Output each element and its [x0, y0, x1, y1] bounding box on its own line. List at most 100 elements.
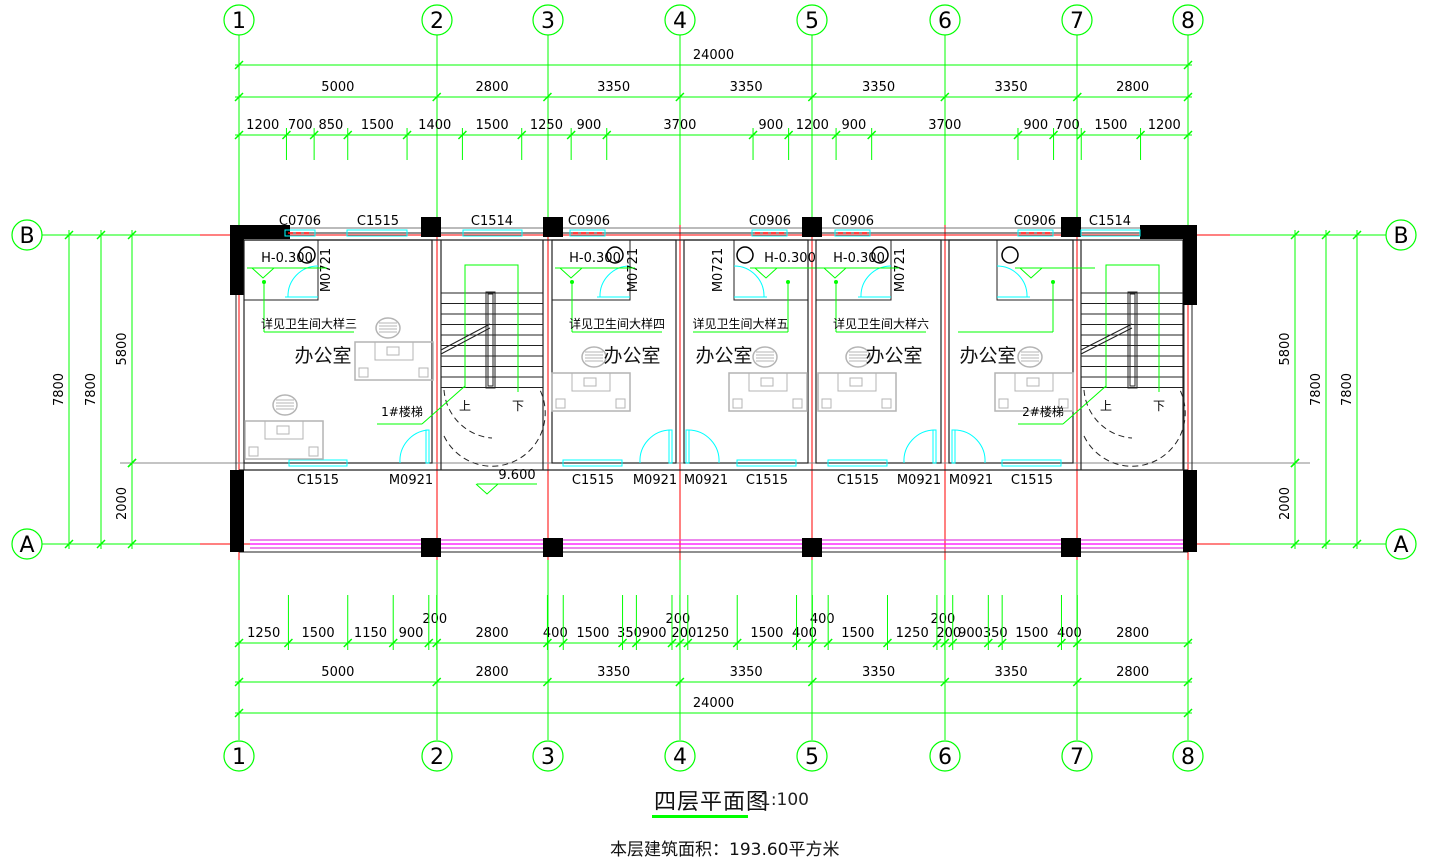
dim-top-bays-label: 3350	[730, 80, 763, 95]
dim-right-room-label: 2000	[1278, 487, 1293, 520]
dimension-tick	[432, 92, 442, 102]
opening-label-M0921: M0921	[684, 473, 728, 488]
dimension-tick	[1321, 230, 1331, 240]
dim-top-detail-label: 1250	[530, 118, 563, 133]
dim-bottom-bays-label: 5000	[321, 665, 354, 680]
dimension-tick	[807, 677, 817, 687]
bathroom-detail-note: 详见卫生间大样四	[569, 316, 665, 331]
computer-icon	[849, 377, 863, 387]
sink-icon	[298, 246, 316, 264]
dim-top-detail-label: 1200	[246, 118, 279, 133]
desk-drawer	[1014, 372, 1054, 392]
bathroom-outline	[733, 239, 809, 301]
door-leaf	[932, 429, 937, 464]
axis-label-8: 8	[1181, 9, 1195, 34]
room-name-office: 办公室	[294, 345, 351, 367]
room-name-office: 办公室	[695, 345, 752, 367]
dimension-tick	[432, 677, 442, 687]
window-C1515	[288, 459, 348, 467]
dim-bottom-bays-label: 3350	[995, 665, 1028, 680]
window-C1514	[462, 229, 523, 237]
axis-label-A: A	[1393, 533, 1408, 558]
dim-bottom-detail-label: 400	[810, 612, 835, 627]
dim-left-middle-label: 7800	[84, 373, 99, 406]
stair-direction-arrow	[1105, 264, 1160, 392]
drawing-scale: 1:100	[760, 790, 809, 810]
bathroom-door-swing	[599, 265, 631, 298]
bathroom-outline	[551, 239, 631, 301]
dim-top-bays-label: 2800	[476, 80, 509, 95]
dim-bottom-detail-label: 900	[958, 626, 983, 641]
dim-bottom-detail-label: 1500	[1015, 626, 1048, 641]
dimension-tick	[64, 539, 74, 549]
bathroom-detail-note: 详见卫生间大样六	[833, 316, 929, 331]
room-name-office: 办公室	[959, 345, 1016, 367]
axis-label-6: 6	[938, 745, 952, 770]
axis-bubble-7	[1061, 4, 1093, 36]
door-swing-arc	[399, 429, 429, 464]
dim-top-detail-label: 700	[1055, 118, 1080, 133]
dimension-tick	[127, 230, 137, 240]
bathroom-detail-note: 详见卫生间大样三	[261, 316, 357, 331]
axis-bubble-3	[532, 740, 564, 772]
dim-left-outer-label: 7800	[52, 373, 67, 406]
dimension-tick	[807, 92, 817, 102]
cabinet-icon	[732, 398, 743, 409]
dim-bottom-detail-label: 2800	[1116, 626, 1149, 641]
cabinet-icon	[998, 398, 1009, 409]
dim-bottom-detail-label: 900	[399, 626, 424, 641]
stair-up-label: 上	[1100, 399, 1112, 413]
dimension-tick	[234, 677, 244, 687]
window-C1515	[1001, 459, 1062, 467]
stair-direction-arrow	[464, 264, 519, 392]
axis-label-1: 1	[232, 9, 246, 34]
axis-bubble-3	[532, 4, 564, 36]
axis-bubble-7	[1061, 740, 1093, 772]
axis-label-4: 4	[673, 9, 687, 34]
bathroom-door-label: M0721	[319, 248, 334, 292]
stair-name-label: 2#楼梯	[1022, 404, 1064, 419]
stair-break-line	[440, 327, 491, 355]
opening-label-M0921: M0921	[633, 473, 677, 488]
dim-bottom-detail-label: 1250	[696, 626, 729, 641]
axis-bubble-5	[796, 740, 828, 772]
axis-bubble-6	[929, 4, 961, 36]
bathroom-outline	[243, 239, 319, 301]
stair-leader	[1062, 385, 1107, 425]
dim-bottom-detail-label: 200	[671, 626, 696, 641]
opening-label-C1515: C1515	[837, 473, 879, 488]
cabinet-icon	[555, 398, 566, 409]
opening-label-C1515: C1515	[572, 473, 614, 488]
window-C0906	[1017, 229, 1054, 237]
door-swing-arc	[639, 429, 672, 464]
office-chair-icon	[375, 317, 401, 339]
dim-top-detail-label: 900	[1023, 118, 1048, 133]
bathroom-detail-note: 详见卫生间大样五	[692, 316, 788, 331]
axis-bubble-8	[1172, 4, 1204, 36]
computer-icon	[1026, 377, 1040, 387]
stair-break-line	[1080, 327, 1133, 355]
window-C1515	[562, 459, 623, 467]
door-leaf	[425, 429, 430, 464]
structural-column	[543, 538, 563, 557]
window-C1514	[1080, 229, 1141, 237]
bathroom-door-swing	[860, 265, 892, 298]
cabinet-icon	[821, 398, 832, 409]
dimension-tick	[234, 92, 244, 102]
dim-bottom-detail-label: 350	[617, 626, 642, 641]
axis-label-3: 3	[541, 9, 555, 34]
sink-icon	[1001, 246, 1019, 264]
opening-label-M0921: M0921	[897, 473, 941, 488]
stair-landing-arc	[443, 389, 546, 467]
dimension-tick	[1183, 708, 1193, 718]
room-name-office: 办公室	[603, 345, 660, 367]
stair-landing-arc	[443, 389, 493, 439]
dim-top-detail-label: 1400	[418, 118, 451, 133]
computer-icon	[386, 346, 400, 356]
stair-handrail	[485, 291, 496, 389]
stair-leader	[421, 385, 466, 425]
stair-name-label: 1#楼梯	[381, 404, 423, 419]
door-swing-arc	[903, 429, 936, 464]
structural-column	[230, 225, 290, 239]
dimension-tick	[1290, 458, 1300, 468]
